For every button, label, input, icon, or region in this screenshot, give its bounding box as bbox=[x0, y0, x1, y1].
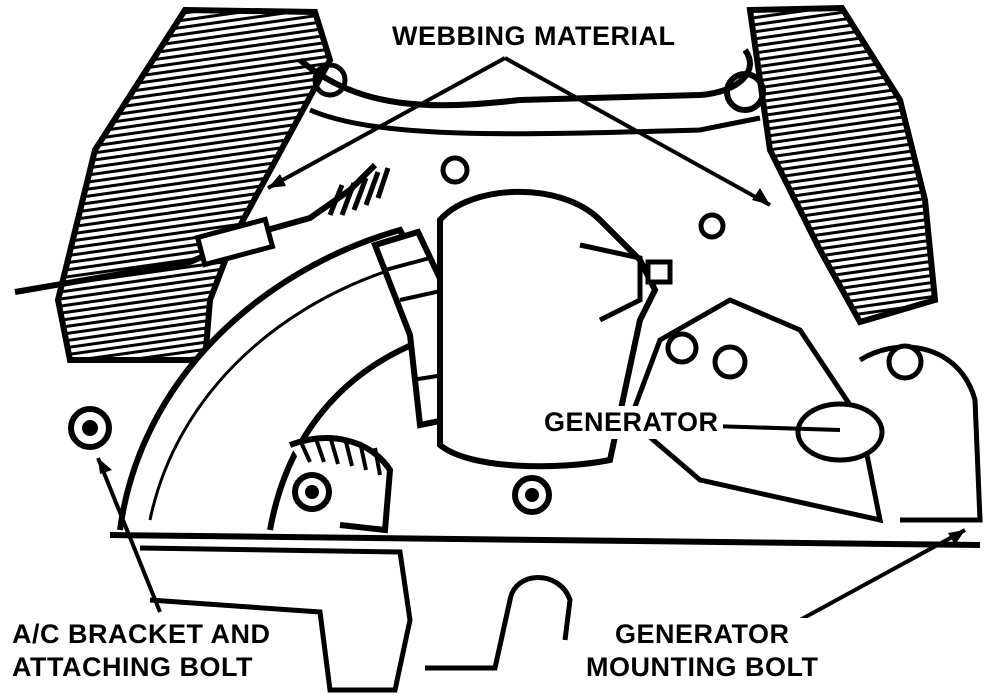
lower-bracket bbox=[139, 545, 413, 693]
leader-webbing-right bbox=[504, 56, 771, 207]
right-housing bbox=[858, 344, 983, 523]
generator-rear-cap bbox=[579, 242, 643, 323]
leader-generator-mount bbox=[777, 528, 966, 634]
crossbar-eye-left bbox=[312, 62, 348, 98]
label-webbing-material: WEBBING MATERIAL bbox=[388, 20, 680, 53]
label-ac-bracket-line2: ATTACHING BOLT bbox=[12, 652, 253, 682]
upper-crossbar bbox=[298, 48, 753, 109]
harness-connector bbox=[194, 216, 276, 268]
label-generator-mount-line2: MOUNTING BOLT bbox=[586, 652, 819, 682]
label-webbing-material-text: WEBBING MATERIAL bbox=[392, 21, 676, 51]
label-generator-mounting-bolt: GENERATOR MOUNTING BOLT bbox=[582, 618, 823, 684]
generator-bracket-bolt bbox=[665, 331, 699, 365]
lower-hook bbox=[425, 575, 573, 671]
crossbar-lower-edge bbox=[309, 107, 761, 137]
right-round-boss bbox=[795, 401, 885, 463]
generator-body bbox=[437, 188, 659, 470]
leader-generator bbox=[711, 424, 841, 432]
upper-right-bolt bbox=[698, 212, 726, 240]
frame-rail bbox=[109, 532, 981, 548]
intake-elbow bbox=[117, 226, 460, 531]
crossbar-eye-right bbox=[724, 71, 766, 113]
label-ac-bracket: A/C BRACKET AND ATTACHING BOLT bbox=[8, 618, 275, 684]
generator-mounting-bolt bbox=[886, 343, 924, 381]
label-generator: GENERATOR bbox=[540, 406, 723, 439]
right-webbing-pad bbox=[746, 4, 939, 326]
generator-terminal bbox=[645, 259, 673, 285]
leader-ac-bracket bbox=[96, 457, 162, 613]
generator-pivot-bolt bbox=[712, 344, 748, 380]
lower-hose-spring bbox=[298, 435, 382, 476]
label-generator-mount-line1: GENERATOR bbox=[614, 619, 790, 649]
elbow-inner-line bbox=[148, 268, 391, 521]
label-generator-text: GENERATOR bbox=[544, 407, 719, 437]
leader-webbing-left bbox=[267, 56, 506, 190]
label-ac-bracket-line1: A/C BRACKET AND bbox=[12, 619, 271, 649]
top-sensor-bolt bbox=[440, 155, 470, 185]
harness-coil bbox=[327, 167, 391, 216]
